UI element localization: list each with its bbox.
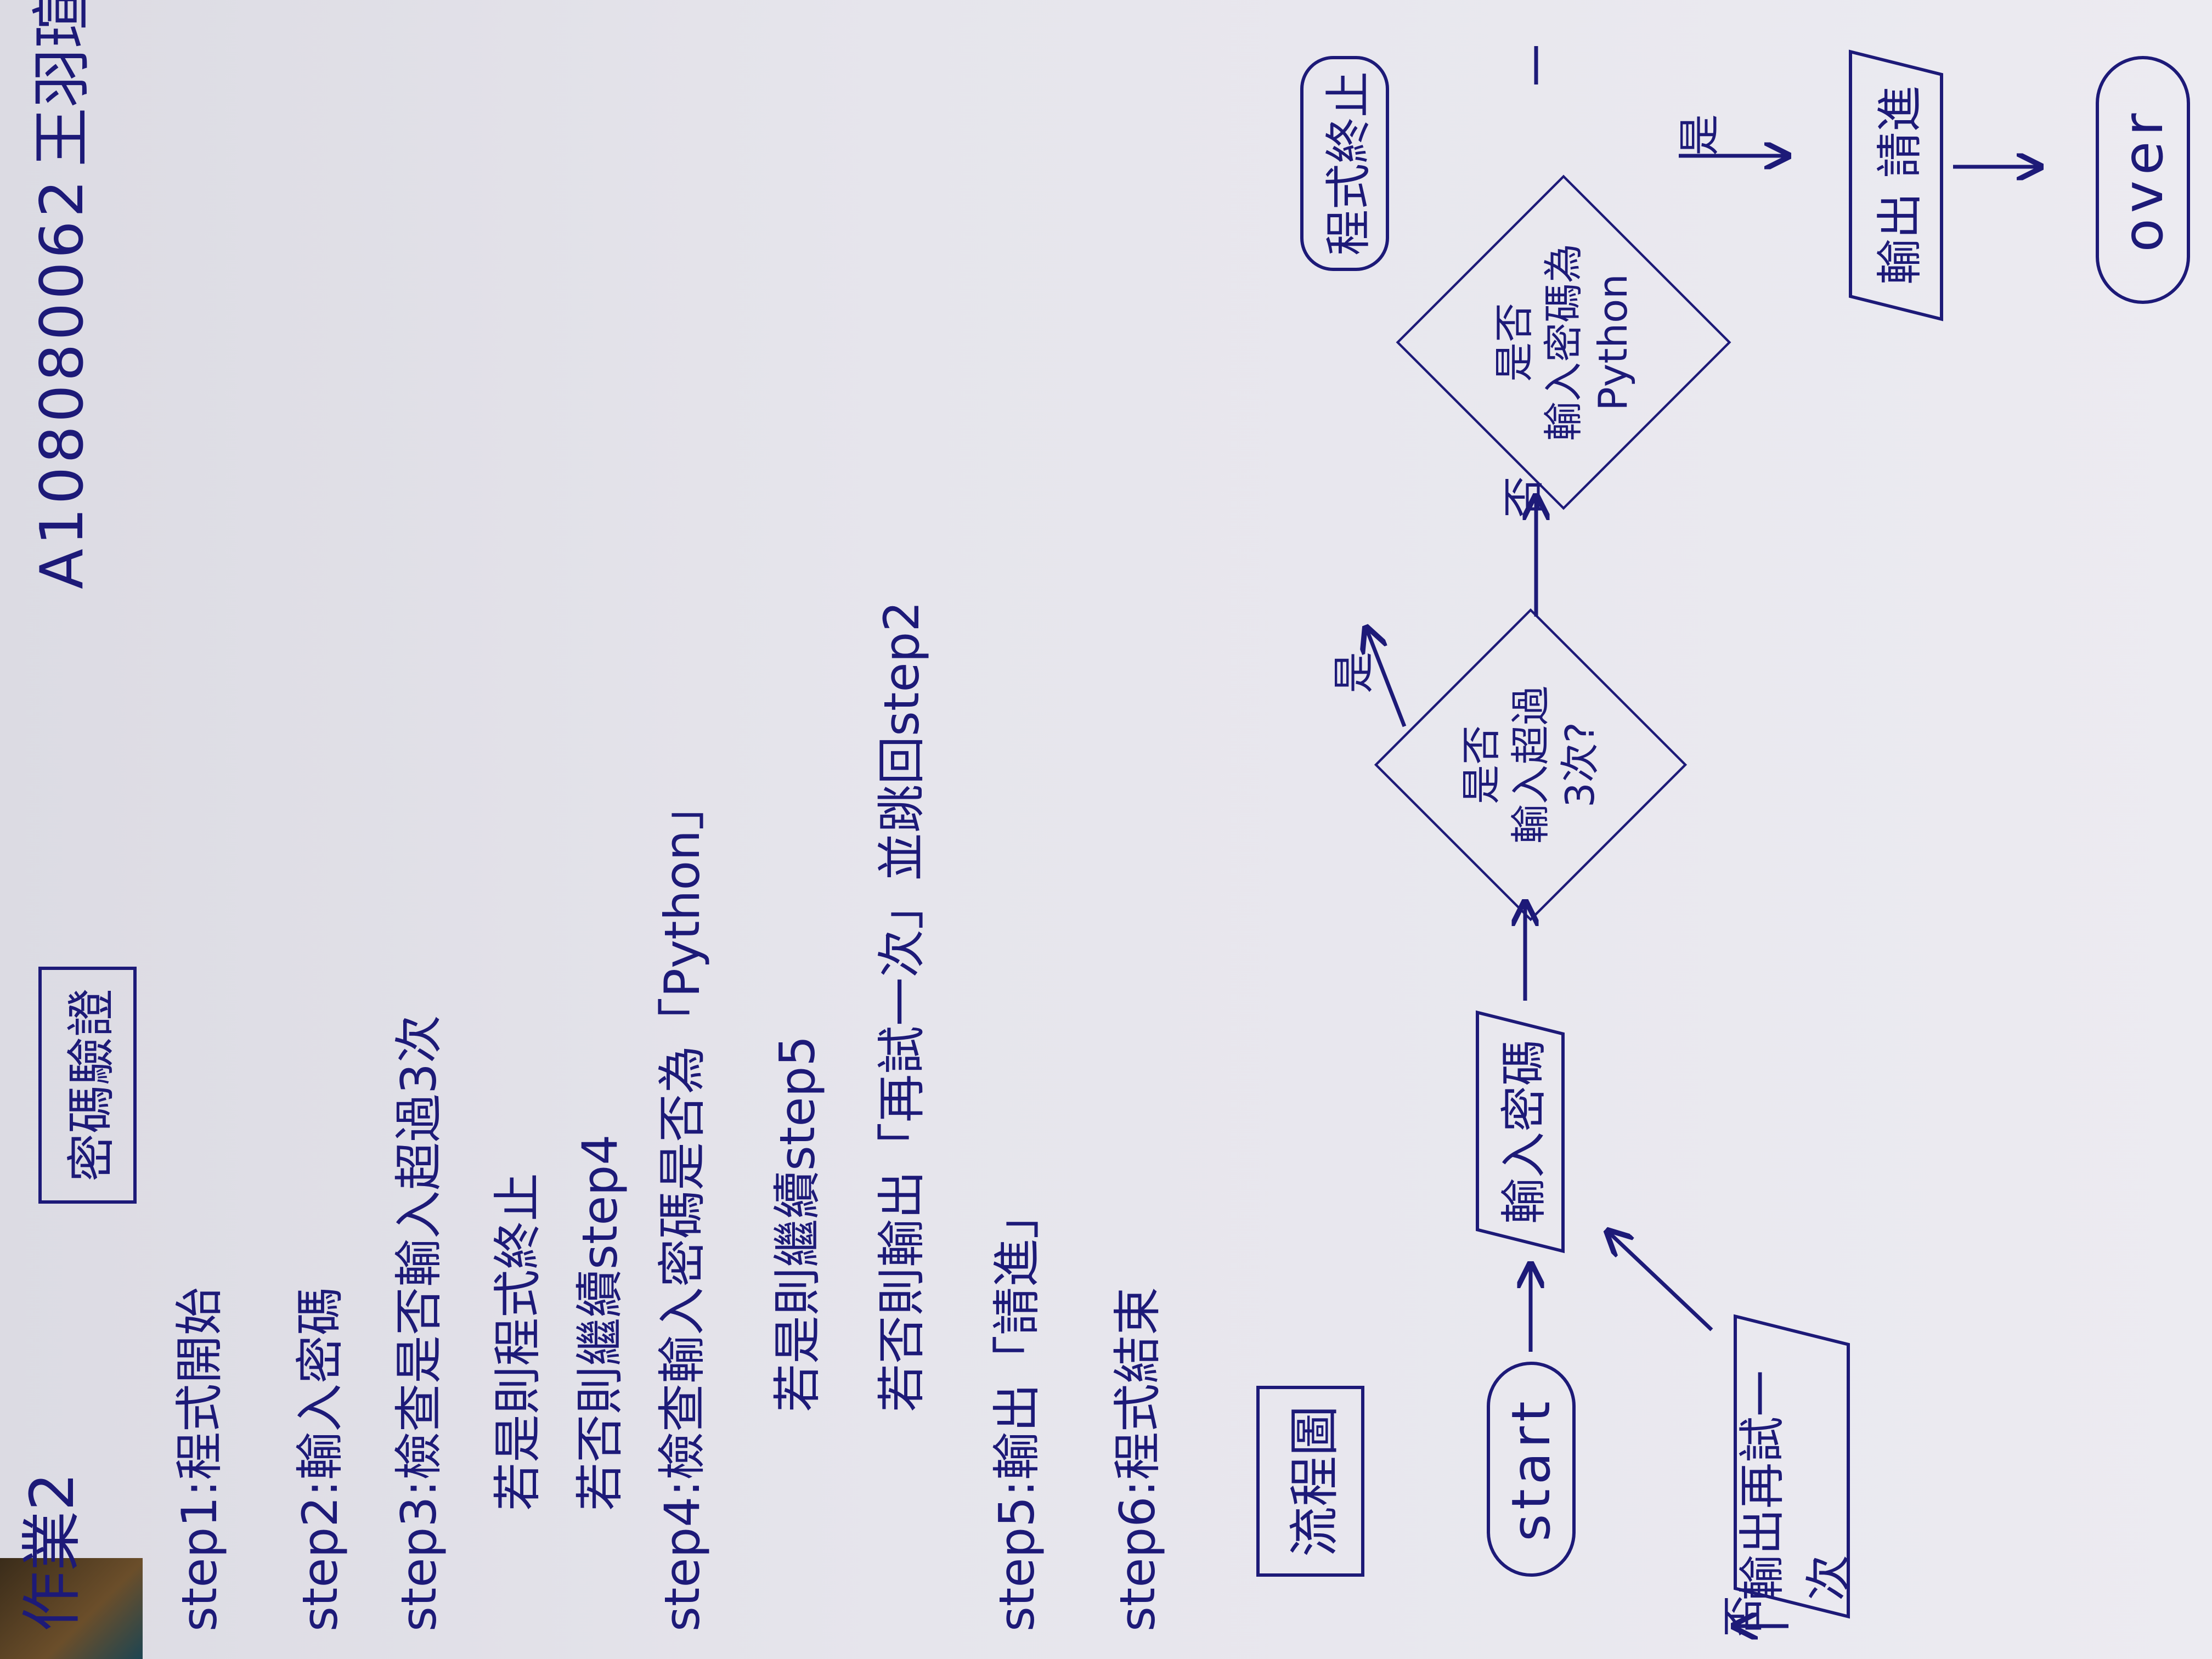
- arrow-retry-to-input: [1607, 1231, 1713, 1331]
- arrow-check-to-terminate: [1366, 628, 1407, 727]
- table-corner: [0, 1558, 143, 1659]
